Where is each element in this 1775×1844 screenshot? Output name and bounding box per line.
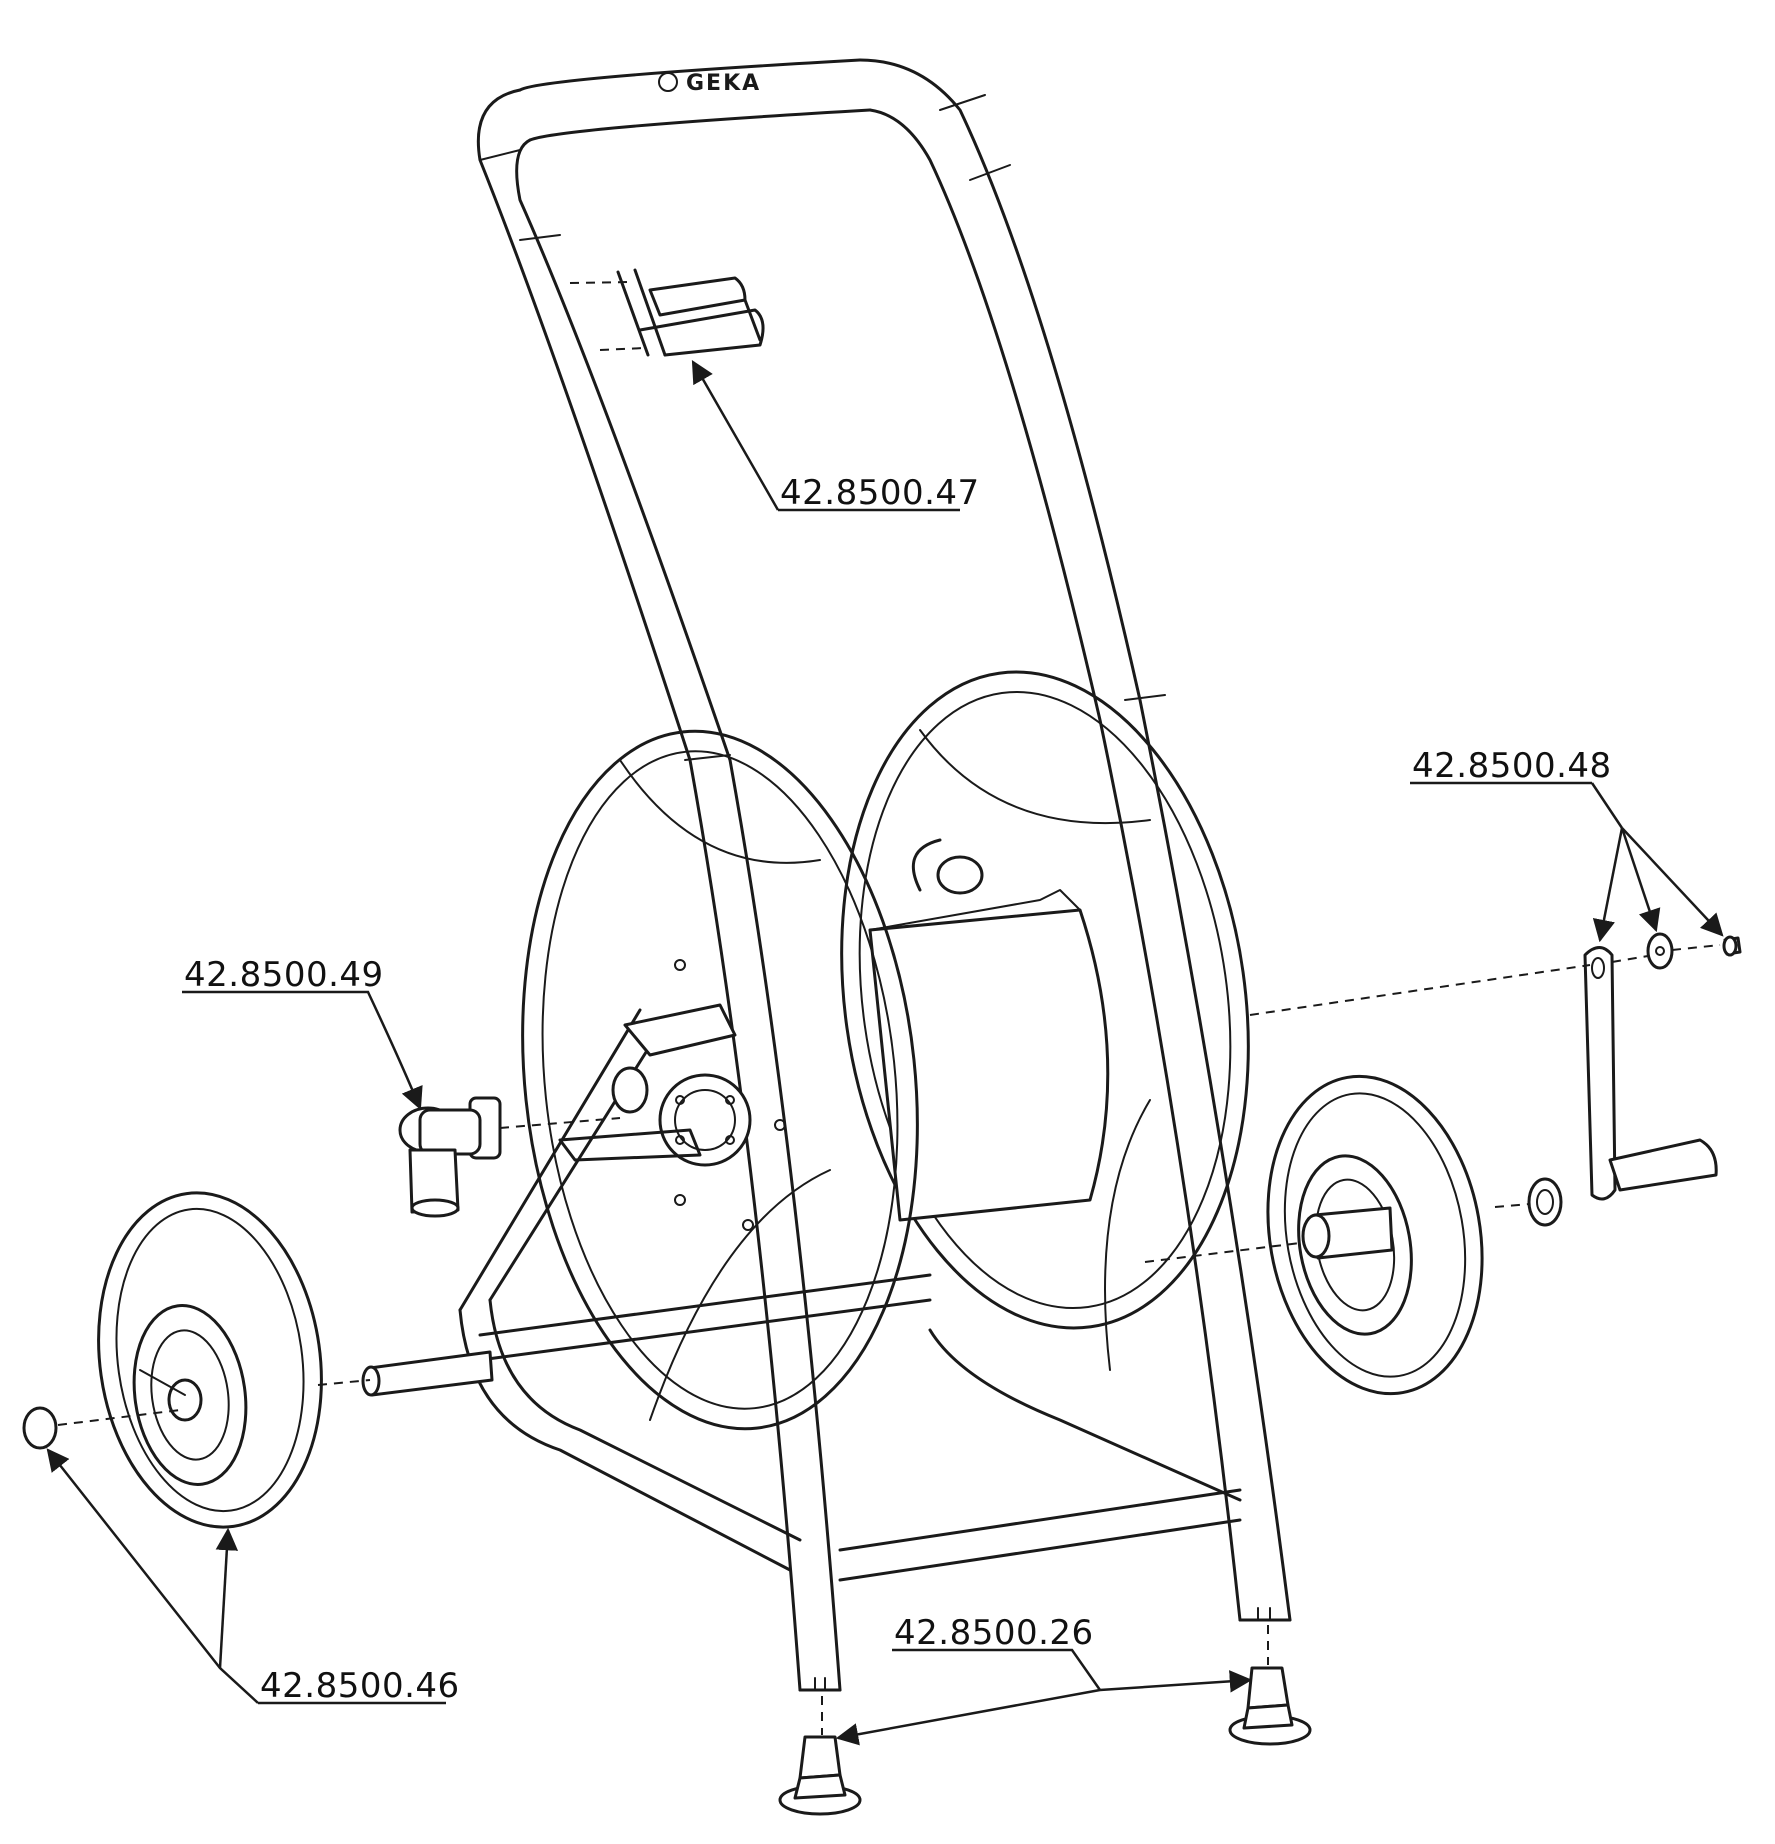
brand-logo-text: GEKA [686,71,761,96]
leader-line-coupling [182,990,423,1111]
cart-frame [476,58,1292,1692]
leader-line-bracket [693,362,960,512]
crank-handle-part [1249,932,1742,1201]
hose-reel [521,670,1250,1431]
callout-leaders [48,362,1724,1746]
right-wheel-part [1144,1074,1563,1396]
base-frame [458,1008,1242,1582]
part-number-feet: 42.8500.26 [894,1613,1094,1653]
geka-logo: GEKA [658,71,761,96]
part-number-wheel: 42.8500.46 [260,1666,460,1706]
left-wheel-part [22,1191,494,1529]
leader-line-crank [1410,781,1624,829]
hose-bracket-part [569,268,765,357]
part-number-bracket: 42.8500.47 [780,473,980,513]
leader-line-feet [892,1648,1102,1691]
feet-part [778,1625,1312,1816]
part-number-coupling: 42.8500.49 [184,955,384,995]
hose-coupling-part [398,1096,621,1218]
part-number-crank: 42.8500.48 [1412,746,1612,786]
